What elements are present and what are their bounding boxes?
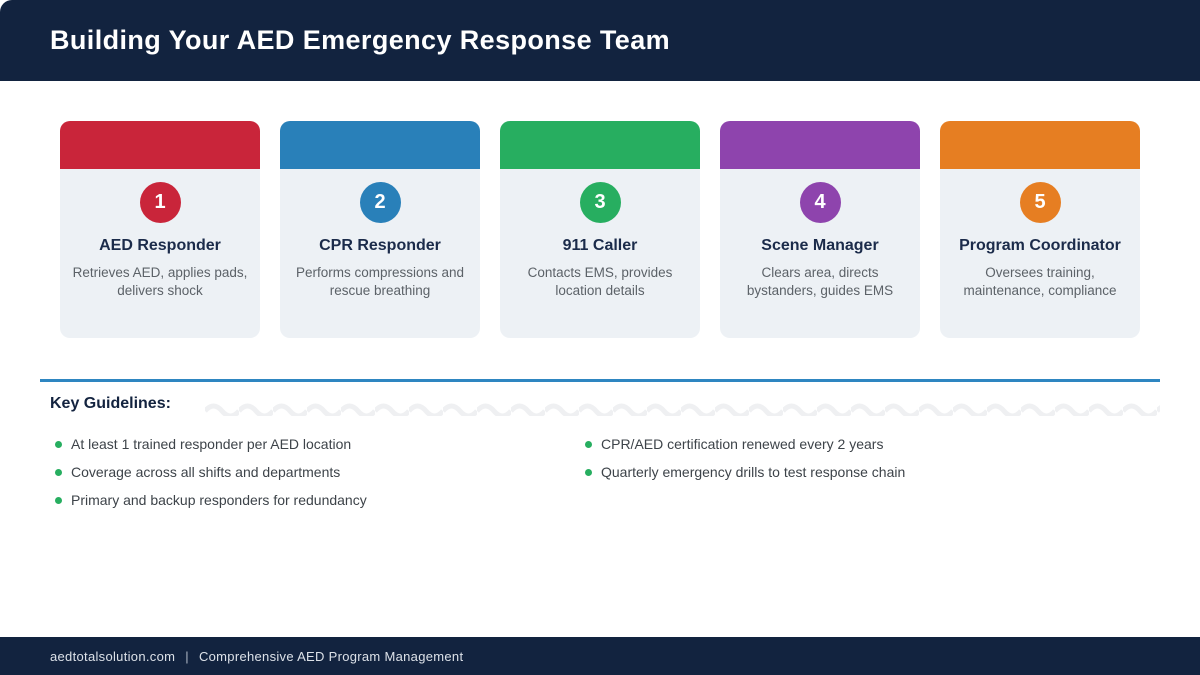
list-item: Primary and backup responders for redund… [55,486,367,514]
role-title: Scene Manager [761,237,879,254]
role-cards-row: 1 AED Responder Retrieves AED, applies p… [60,121,1140,338]
guidelines-list-left: At least 1 trained responder per AED loc… [55,430,367,514]
guideline-text: CPR/AED certification renewed every 2 ye… [601,436,884,452]
role-card-color-bar [280,121,480,169]
role-card-scene-manager: 4 Scene Manager Clears area, directs bys… [720,121,920,338]
role-description: Clears area, directs bystanders, guides … [746,265,894,298]
role-description: Contacts EMS, provides location details [527,265,673,298]
guidelines-heading: Key Guidelines: [50,395,171,412]
role-title: CPR Responder [319,237,441,254]
role-card-body: 2 CPR Responder Performs compressions an… [280,169,480,338]
footer-separator: | [185,648,189,664]
role-card-911-caller: 3 911 Caller Contacts EMS, provides loca… [500,121,700,338]
role-description: Retrieves AED, applies pads, delivers sh… [72,265,248,298]
role-card-body: 1 AED Responder Retrieves AED, applies p… [60,169,260,338]
role-number-badge: 4 [799,182,841,223]
role-card-body: 3 911 Caller Contacts EMS, provides loca… [500,169,700,338]
guideline-text: Coverage across all shifts and departmen… [71,464,341,480]
role-card-body: 5 Program Coordinator Oversees training,… [940,169,1140,338]
header-bar: Building Your AED Emergency Response Tea… [0,0,1200,81]
role-card-cpr-responder: 2 CPR Responder Performs compressions an… [280,121,480,338]
guideline-text: Primary and backup responders for redund… [71,492,367,508]
bullet-dot-icon [585,440,592,448]
role-description: Performs compressions and rescue breathi… [295,265,465,298]
role-card-color-bar [60,121,260,169]
list-item: At least 1 trained responder per AED loc… [55,430,367,458]
role-title: AED Responder [99,237,221,254]
role-title: Program Coordinator [959,237,1121,254]
page-title: Building Your AED Emergency Response Tea… [50,25,671,55]
list-item: Quarterly emergency drills to test respo… [585,458,905,486]
role-card-program-coordinator: 5 Program Coordinator Oversees training,… [940,121,1140,338]
guideline-text: At least 1 trained responder per AED loc… [71,436,352,452]
footer-tagline: Comprehensive AED Program Management [198,648,464,664]
section-divider [40,379,1160,382]
role-card-color-bar [940,121,1140,169]
role-card-color-bar [500,121,700,169]
role-number-badge: 2 [359,182,401,223]
bullet-dot-icon [55,468,62,476]
bullet-dot-icon [585,468,592,476]
watermark-pattern [205,400,1160,416]
list-item: CPR/AED certification renewed every 2 ye… [585,430,905,458]
role-card-aed-responder: 1 AED Responder Retrieves AED, applies p… [60,121,260,338]
footer-site: aedtotalsolution.com [50,648,176,664]
list-item: Coverage across all shifts and departmen… [55,458,367,486]
footer-bar: aedtotalsolution.com | Comprehensive AED… [0,637,1200,675]
bullet-dot-icon [55,440,62,448]
guidelines-list-right: CPR/AED certification renewed every 2 ye… [585,430,905,486]
role-card-body: 4 Scene Manager Clears area, directs bys… [720,169,920,338]
guideline-text: Quarterly emergency drills to test respo… [601,464,906,480]
bullet-dot-icon [55,496,62,504]
role-card-color-bar [720,121,920,169]
role-description: Oversees training, maintenance, complian… [963,265,1117,298]
role-number-badge: 1 [139,182,181,223]
role-title: 911 Caller [562,237,638,254]
role-number-badge: 5 [1019,182,1061,223]
role-number-badge: 3 [579,182,621,223]
